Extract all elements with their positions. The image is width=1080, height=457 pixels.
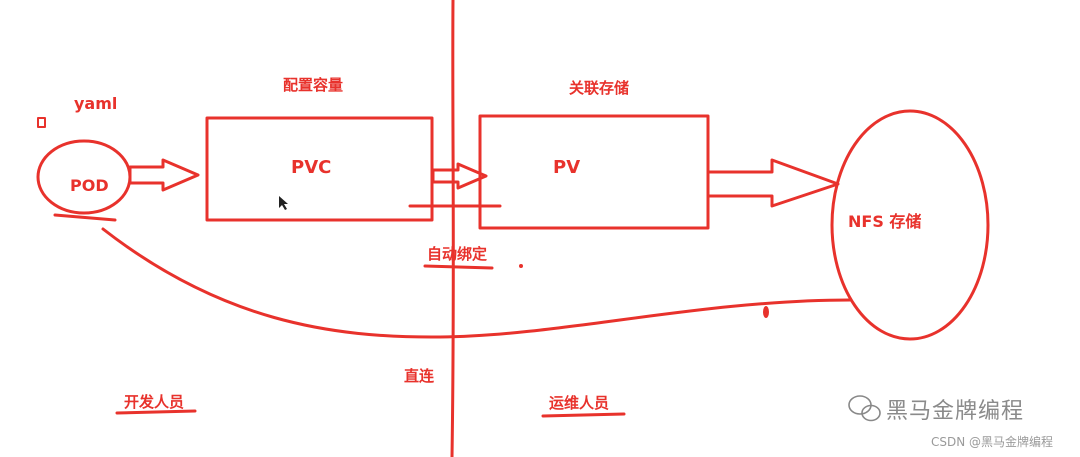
yaml-marker [37, 117, 46, 128]
pod-underline [53, 213, 117, 222]
direct-connection-curve [101, 227, 852, 339]
ops-underline [541, 412, 626, 418]
configure-capacity-label: 配置容量 [283, 76, 344, 94]
wechat-icon [848, 395, 881, 422]
watermark-brand: 黑马金牌编程 [886, 399, 1025, 424]
direct-connect-label: 直连 [404, 367, 435, 385]
pv-label: PV [553, 157, 581, 178]
stray-dot [519, 264, 523, 268]
curve-marker [763, 306, 769, 318]
pvc-label: PVC [291, 157, 332, 178]
associate-storage-label: 关联存储 [569, 79, 630, 97]
developers-label: 开发人员 [124, 393, 185, 411]
watermark-credit: CSDN @黑马金牌编程 [931, 435, 1054, 449]
cursor-icon [279, 196, 288, 210]
arrow-pv-to-nfs [706, 158, 840, 208]
divider-line [450, 0, 455, 457]
arrow-pod-to-pvc [128, 158, 200, 192]
nfs-storage-label: NFS 存储 [848, 212, 922, 231]
developers-underline [115, 409, 197, 415]
auto-bind-label: 自动绑定 [427, 245, 488, 263]
ops-staff-label: 运维人员 [549, 394, 610, 412]
nfs-storage-node [830, 109, 990, 341]
auto-bind-underline [423, 264, 494, 270]
arrow-pvc-to-pv [431, 162, 488, 190]
pv-node [478, 114, 710, 230]
pod-label: POD [70, 176, 109, 195]
yaml-label: yaml [74, 94, 118, 113]
